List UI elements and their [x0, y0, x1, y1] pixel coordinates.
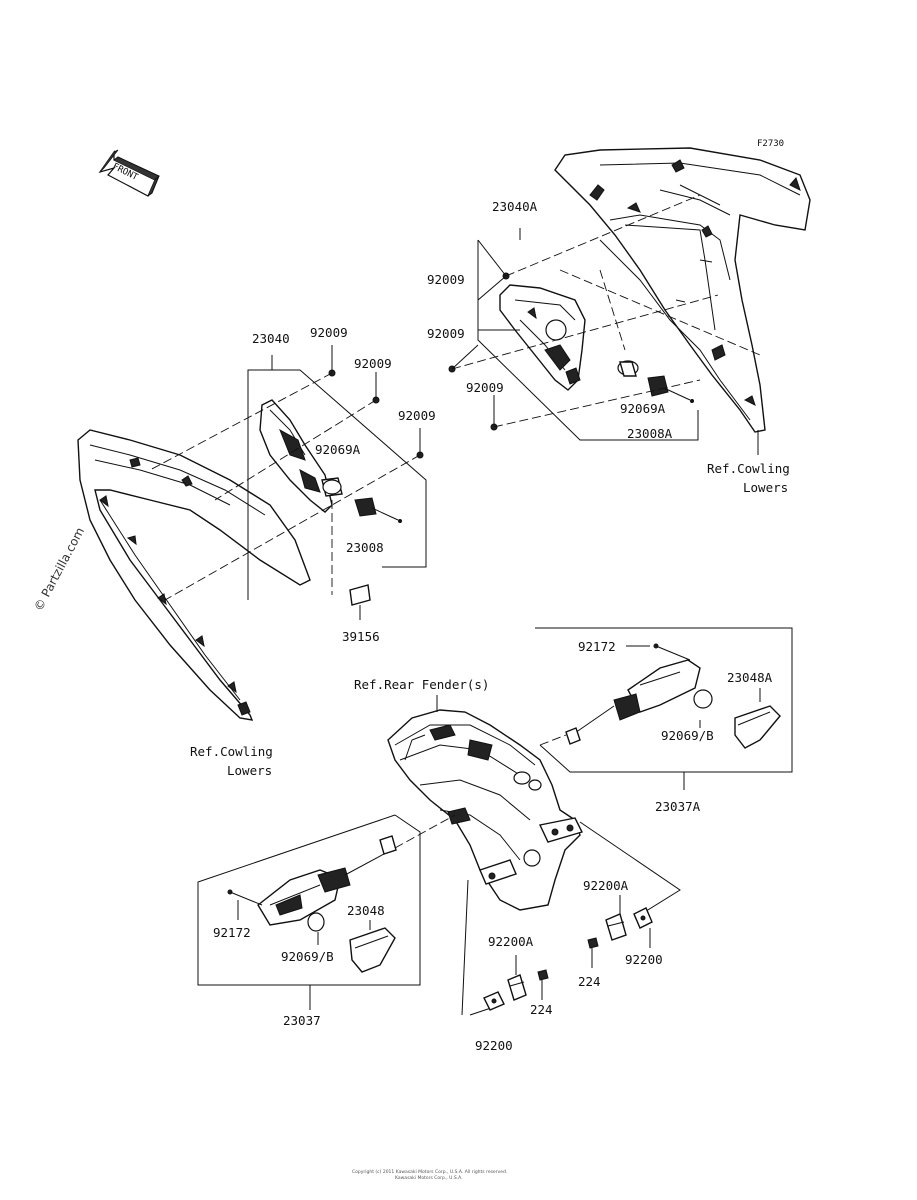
label-92009-a: 92009: [427, 272, 465, 287]
label-92200-bottom: 92200: [475, 1038, 513, 1053]
label-92172-right: 92172: [578, 639, 616, 654]
label-224-center: 224: [530, 1002, 553, 1017]
label-92009-e: 92009: [354, 356, 392, 371]
label-92069A-left: 92069A: [315, 442, 361, 457]
right-cowling-lower: [554, 147, 811, 433]
label-ref-cowling-right-1: Ref.Cowling: [707, 461, 790, 476]
footer-line-2: Kawasaki Motors Corp., U.S.A.: [395, 1175, 463, 1181]
label-92009-b: 92009: [427, 326, 465, 341]
label-23048A: 23048A: [727, 670, 773, 685]
label-92069A-top: 92069A: [620, 401, 666, 416]
rear-fender: [387, 709, 584, 911]
clips-center: [483, 969, 549, 1011]
label-23037A: 23037A: [655, 799, 701, 814]
label-92172-left: 92172: [213, 925, 251, 940]
label-23040: 23040: [252, 331, 290, 346]
labels: 23040A 92009 92009 92009 92069A 23008A R…: [190, 199, 790, 1053]
label-ref-cowling-left-2: Lowers: [227, 763, 272, 778]
label-92200A-center: 92200A: [488, 934, 534, 949]
label-23040A: 23040A: [492, 199, 538, 214]
watermark: © Partzilla.com: [31, 525, 87, 613]
label-23037: 23037: [283, 1013, 321, 1028]
label-224-right: 224: [578, 974, 601, 989]
label-92069B-left: 92069/B: [281, 949, 334, 964]
label-92009-d: 92009: [310, 325, 348, 340]
label-92009-f: 92009: [398, 408, 436, 423]
clips-right: [587, 907, 653, 949]
label-92200A-right: 92200A: [583, 878, 629, 893]
label-92069B-right: 92069/B: [661, 728, 714, 743]
label-92009-c: 92009: [466, 380, 504, 395]
front-arrow-icon: FRONT: [98, 149, 160, 197]
label-92200-right: 92200: [625, 952, 663, 967]
label-ref-cowling-left-1: Ref.Cowling: [190, 744, 273, 759]
footer-line-1: Copyright (c) 2011 Kawasaki Motors Corp.…: [352, 1169, 507, 1175]
left-rear-turn-signal: [227, 835, 397, 973]
label-39156: 39156: [342, 629, 380, 644]
right-rear-turn-signal: [565, 643, 781, 749]
label-23008: 23008: [346, 540, 384, 555]
label-ref-rear-fender: Ref.Rear Fender(s): [354, 677, 489, 692]
diagram-code: F2730: [757, 139, 784, 149]
left-front-turn-signal: [259, 399, 402, 606]
label-23008A: 23008A: [627, 426, 673, 441]
left-cowling-lower: [77, 429, 311, 721]
label-ref-cowling-right-2: Lowers: [743, 480, 788, 495]
label-23048: 23048: [347, 903, 385, 918]
